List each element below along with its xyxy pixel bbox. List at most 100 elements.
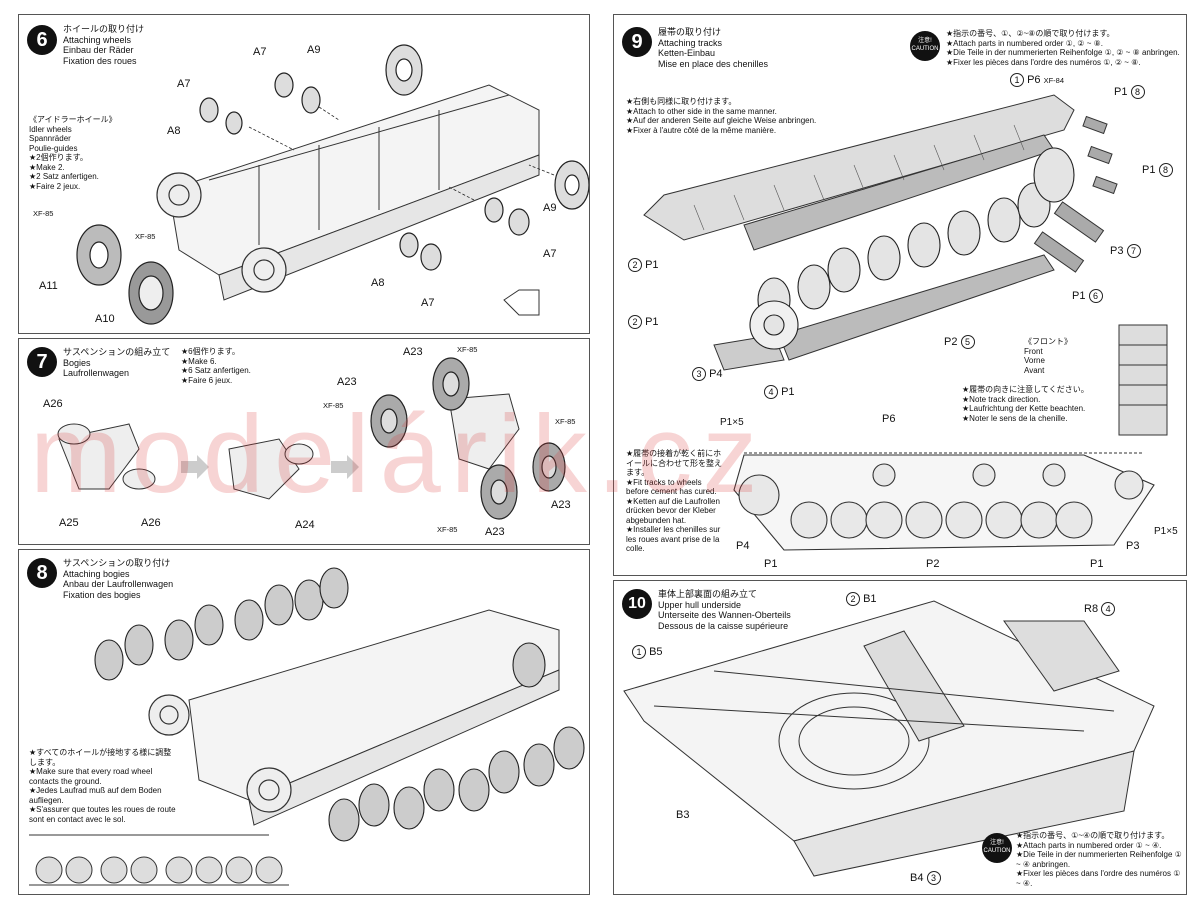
step8-note-fr: ★S'assurer que toutes les roues de route… xyxy=(29,805,176,824)
label-p1x5-1: P1×5 xyxy=(720,417,744,428)
order-2-icon: 2 xyxy=(628,315,642,329)
order-5-icon: 5 xyxy=(960,335,975,349)
label-a10: A10 xyxy=(95,313,115,325)
front-de: Vorne xyxy=(1024,356,1045,365)
label-p3-side: P3 xyxy=(1126,540,1140,552)
label-a26-1: A26 xyxy=(43,398,63,410)
idler-title-de: Spannräder xyxy=(29,134,71,143)
step10-title-fr: Dessous de la caisse supérieure xyxy=(658,620,789,631)
order-2-icon: 2 xyxy=(846,592,860,606)
order-8-icon: 8 xyxy=(1130,85,1145,99)
step7-panel: 7 サスペンションの組み立て Bogies Laufrollenwagen ★6… xyxy=(18,338,590,545)
step9-front-note: 《フロント》 Front Vorne Avant xyxy=(1024,337,1072,375)
step9-title-fr: Mise en place des chenilles xyxy=(658,58,769,69)
label-a8-2: A8 xyxy=(371,277,385,289)
dir-jp: ★履帯の向きに注意してください。 xyxy=(962,385,1089,394)
step7-note-en: ★Make 6. xyxy=(181,356,217,366)
part-p3: P3 xyxy=(1110,245,1124,257)
label-xf85-2: XF-85 xyxy=(135,232,156,241)
side-view xyxy=(733,452,1155,551)
label-a9-2: A9 xyxy=(543,202,557,214)
step7-note-jp: ★6個作ります。 xyxy=(181,347,240,356)
step10-title: 車体上部裏面の組み立て Upper hull underside Unterse… xyxy=(658,589,791,631)
label-a23-3: A23 xyxy=(551,499,571,511)
step10-title-de: Unterseite des Wannen-Oberteils xyxy=(658,610,791,620)
label-a8-1: A8 xyxy=(167,125,181,137)
step7-note-fr: ★Faire 6 jeux. xyxy=(181,375,233,385)
step6-idler-block: 《アイドラーホイール》 Idler wheels Spannräder Poul… xyxy=(29,115,117,191)
step10-order-de: ★Die Teile in der nummerierten Reihenfol… xyxy=(1016,850,1182,869)
step9-order-de: ★Die Teile in der nummerierten Reihenfol… xyxy=(946,48,1180,57)
step10-order-note: ★指示の番号、①~④の順で取り付けます。 ★Attach parts in nu… xyxy=(1016,831,1182,888)
label-a7-3: A7 xyxy=(543,248,557,260)
label-xf85-6: XF-85 xyxy=(437,525,458,534)
part-p1: P1 xyxy=(781,386,795,398)
label-p4-side: P4 xyxy=(736,540,750,552)
label-b1: 2 B1 xyxy=(846,592,877,606)
label-a23-1: A23 xyxy=(403,346,423,358)
ground-diagram xyxy=(29,834,289,886)
step9-other-de: ★Auf der anderen Seite auf gleiche Weise… xyxy=(626,116,817,125)
fit-en: ★Fit tracks to wheels before cement has … xyxy=(626,477,717,497)
step9-title-jp: 履帯の取り付け xyxy=(658,27,722,37)
step8-drawing xyxy=(29,567,585,886)
step8-title: サスペンションの取り付け Attaching bogies Anbau der … xyxy=(63,558,173,600)
label-a24: A24 xyxy=(295,519,315,531)
step9-fit-note: ★履帯の接着が乾く前にホイールに合わせて形を整えます。 ★Fit tracks … xyxy=(626,449,724,554)
idler-note-jp: ★2個作ります。 xyxy=(29,153,88,162)
step10-order-fr: ★Fixer les pièces dans l'ordre des numér… xyxy=(1016,869,1181,888)
step10-caution-icon: 注意! CAUTION xyxy=(982,833,1012,863)
fit-de: ★Ketten auf die Laufrollen drücken bevor… xyxy=(626,496,720,525)
label-p1-2b: 2 P1 xyxy=(628,315,659,329)
step10-title-jp: 車体上部裏面の組み立て xyxy=(658,589,758,599)
front-jp: 《フロント》 xyxy=(1024,337,1072,346)
bogie-wheels xyxy=(94,567,585,842)
step8-title-en: Attaching bogies xyxy=(63,568,130,579)
dir-en: ★Note track direction. xyxy=(962,394,1041,404)
label-a7-1: A7 xyxy=(253,46,267,58)
part-p1: P1 xyxy=(1114,86,1128,98)
order-6-icon: 6 xyxy=(1088,289,1103,303)
label-p1-6: P1 6 xyxy=(1072,289,1103,303)
step9-other-jp: ★右側も同様に取り付けます。 xyxy=(626,97,737,106)
label-p6-side: P6 xyxy=(882,413,896,425)
step6-title-fr: Fixation des roues xyxy=(63,55,137,66)
step9-order-fr: ★Fixer les pièces dans l'ordre des numér… xyxy=(946,57,1141,67)
step7-notes: ★6個作ります。 ★Make 6. ★6 Satz anfertigen. ★F… xyxy=(181,347,251,385)
label-p1-side-2: P1 xyxy=(1090,558,1104,570)
step9-title-de: Ketten-Einbau xyxy=(658,48,716,58)
part-p1: P1 xyxy=(1072,290,1086,302)
part-b1: B1 xyxy=(863,593,877,605)
order-4-icon: 4 xyxy=(1101,602,1116,616)
step7-title: サスペンションの組み立て Bogies Laufrollenwagen xyxy=(63,347,170,379)
part-r8: R8 xyxy=(1084,603,1099,615)
step9-other-fr: ★Fixer à l'autre côté de la même manière… xyxy=(626,125,777,135)
label-p1-side-1: P1 xyxy=(764,558,778,570)
step8-number: 8 xyxy=(27,558,57,588)
step7-number: 7 xyxy=(27,347,57,377)
label-a25: A25 xyxy=(59,517,79,529)
step7-title-en: Bogies xyxy=(63,357,91,368)
idler-note-fr: ★Faire 2 jeux. xyxy=(29,181,81,191)
order-2-icon: 2 xyxy=(628,258,642,272)
label-p4-3: 3 P4 xyxy=(692,367,723,381)
step9-drawing xyxy=(643,94,1168,551)
order-4-icon: 4 xyxy=(764,385,778,399)
step9-other-side-note: ★右側も同様に取り付けます。 ★Attach to other side in … xyxy=(626,97,816,135)
step10-panel: 10 車体上部裏面の組み立て Upper hull underside Unte… xyxy=(613,580,1187,895)
step8-note-en: ★Make sure that every road wheel contact… xyxy=(29,767,153,786)
step6-drawing xyxy=(76,44,589,325)
order-1-icon: 1 xyxy=(1010,73,1024,87)
label-xf85-1: XF-85 xyxy=(33,209,54,218)
fit-jp: ★履帯の接着が乾く前にホイールに合わせて形を整えます。 xyxy=(626,449,722,477)
idler-title-fr: Poulie-guides xyxy=(29,143,78,153)
label-a7-4: A7 xyxy=(421,297,435,309)
step7-drawing xyxy=(57,357,566,520)
step6-panel: 6 ホイールの取り付け Attaching wheels Einbau der … xyxy=(18,14,590,334)
step8-panel: 8 サスペンションの取り付け Attaching bogies Anbau de… xyxy=(18,549,590,895)
label-b4: B4 3 xyxy=(910,871,941,885)
step6-title-de: Einbau der Räder xyxy=(63,45,134,55)
step9-number: 9 xyxy=(622,27,652,57)
label-p1x5-2: P1×5 xyxy=(1154,526,1178,537)
step6-number: 6 xyxy=(27,25,57,55)
